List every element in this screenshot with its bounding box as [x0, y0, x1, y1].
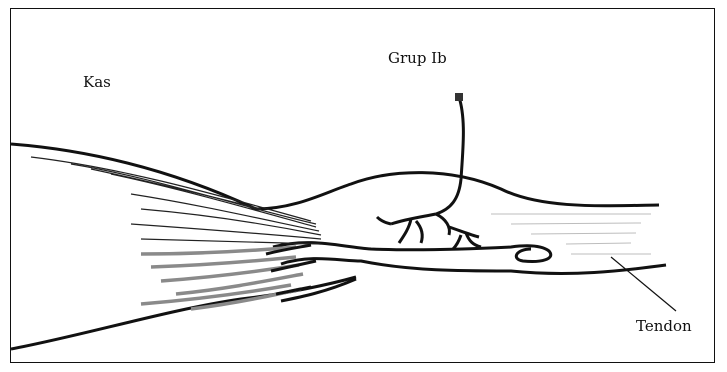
- golgi-tendon-organ-diagram: [11, 9, 715, 363]
- muscle-label: Kas: [83, 73, 111, 91]
- nerve-fiber-label: Grup Ib: [388, 49, 447, 67]
- nerve-fiber-end: [455, 93, 463, 101]
- upper-outline: [11, 144, 659, 209]
- figure-frame: Kas Grup Ib Tendon: [10, 8, 715, 363]
- muscle-fibers-gray: [141, 247, 303, 309]
- nerve-terminals: [377, 214, 481, 249]
- tendon-leader-line: [611, 257, 676, 311]
- nerve-fiber-ib: [436, 97, 463, 214]
- fiber-bundle-dark: [266, 245, 356, 301]
- capsule-lower-outline: [281, 259, 666, 274]
- tendon-label: Tendon: [636, 317, 692, 335]
- muscle-fibers-dark: [31, 157, 321, 244]
